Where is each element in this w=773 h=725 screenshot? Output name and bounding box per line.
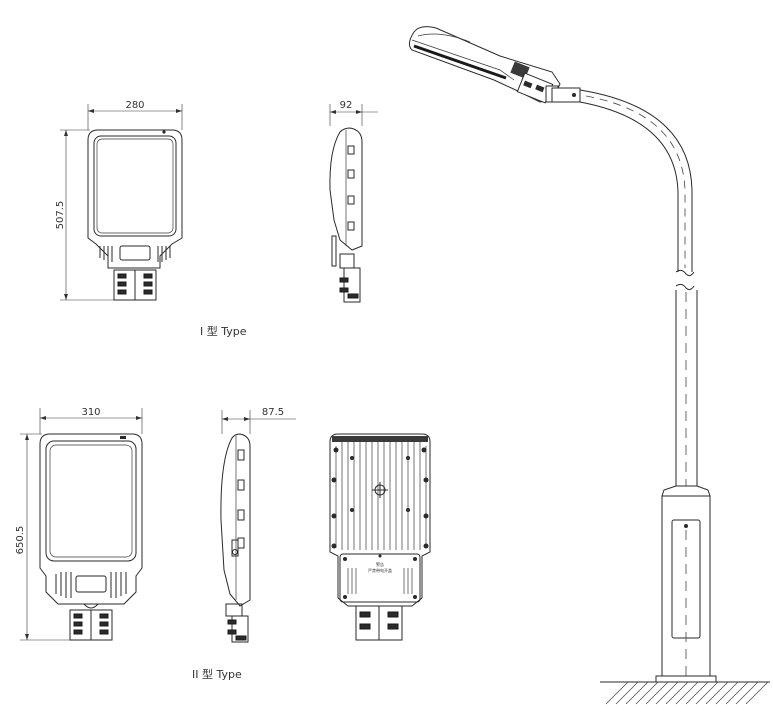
warning-plate-line1: 警告 [376,561,384,567]
type2-width-label: 310 [81,407,100,418]
type2-height-label: 650.5 [15,526,26,555]
type1-caption: I 型 Type [200,324,247,338]
type2-depth-label: 87.5 [262,407,284,418]
luminaire-head [408,26,581,104]
type2-caption: II 型 Type [192,667,242,681]
warning-plate-line2: 严禁带电开盖 [368,567,392,573]
type1-width-label: 280 [125,100,144,111]
type1-front-view: 280 507.5 [55,100,183,301]
type1-side-view: 92 [329,100,378,303]
type2-side-view: 87.5 [220,407,296,643]
type2-front-view: 310 650.5 [15,407,143,641]
type2-back-view: 警告 严禁带电开盖 [329,433,431,641]
type1-depth-label: 92 [340,100,353,111]
type1-height-label: 507.5 [55,201,66,230]
street-light-pole [408,26,770,705]
